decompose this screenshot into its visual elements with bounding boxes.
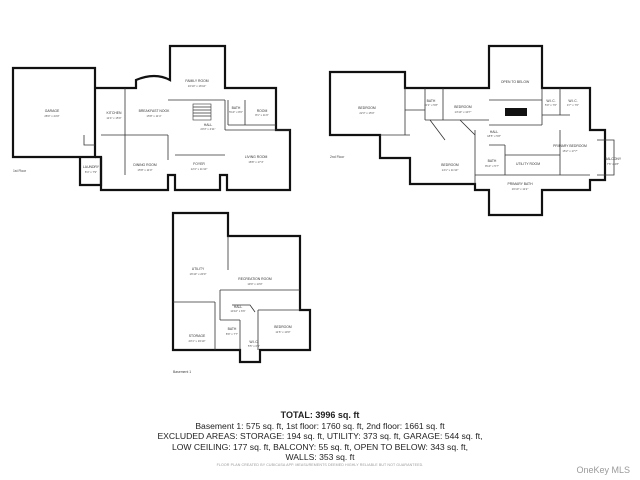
wic-2-label: W.I.C. bbox=[568, 99, 577, 103]
open-to-below-label: OPEN TO BELOW bbox=[501, 80, 530, 84]
basement-hall-walls bbox=[232, 304, 256, 313]
wic-1-dim: 5'0" x 7'0" bbox=[545, 103, 557, 107]
bedroom-a-label: BEDROOM bbox=[358, 106, 376, 110]
storage-dim: 20'1" x 19'10" bbox=[189, 339, 206, 343]
first-hall-label: HALL bbox=[204, 123, 213, 127]
recreation-room-label: RECREATION ROOM bbox=[238, 277, 272, 281]
basement-caption: Basement 1 bbox=[173, 370, 191, 374]
garage-label: GARAGE bbox=[45, 109, 60, 113]
first-bath-dim: 5'10" x 8'0" bbox=[229, 110, 243, 114]
first-floor-caption: 1st Floor bbox=[13, 169, 27, 173]
bedroom-c-label: BEDROOM bbox=[441, 163, 459, 167]
basement-hall-dim: 14'10" x 6'6" bbox=[230, 309, 245, 313]
garage-step bbox=[83, 135, 95, 146]
basement-utility-label: UTILITY bbox=[192, 267, 205, 271]
basement-bedroom-label: BEDROOM bbox=[274, 325, 292, 329]
kitchen-label: KITCHEN bbox=[107, 111, 122, 115]
basement-bath-dim: 8'9" x 7'7" bbox=[226, 332, 238, 336]
second-bath-label: BATH bbox=[427, 99, 436, 103]
laundry-dim: 8'4" x 7'9" bbox=[85, 170, 97, 174]
second-hall-dim: 18'5" x 5'8" bbox=[487, 134, 501, 138]
area-summary: TOTAL: 3996 sq. ft Basement 1: 575 sq. f… bbox=[0, 410, 640, 463]
second-floor-plan bbox=[328, 44, 615, 217]
balcony-label: BALCONY bbox=[605, 157, 622, 161]
foyer-label: FOYER bbox=[193, 162, 205, 166]
kitchen-dim: 11'4" x 15'9" bbox=[106, 116, 121, 120]
first-floor-stairs bbox=[192, 103, 212, 121]
excluded-areas-line: EXCLUDED AREAS: STORAGE: 194 sq. ft, UTI… bbox=[157, 431, 483, 442]
living-room-dim: 18'8" x 17'4" bbox=[248, 160, 263, 164]
room-label: ROOM bbox=[257, 109, 268, 113]
primary-bath-label: PRIMARY BATH bbox=[507, 182, 533, 186]
second-floor-labels: BEDROOM 22'3" x 15'0" BATH 10'1" x 5'8" … bbox=[330, 80, 622, 191]
third-bath-dim: 8'10" x 5'7" bbox=[485, 164, 499, 168]
bedroom-a-dim: 22'3" x 15'0" bbox=[359, 111, 374, 115]
laundry-label: LAUNDRY bbox=[83, 165, 100, 169]
basement-labels: UTILITY 16'10" x 20'0" RECREATION ROOM 1… bbox=[173, 267, 292, 374]
utility-room-label: UTILITY ROOM bbox=[516, 162, 540, 166]
dining-room-label: DINING ROOM bbox=[133, 163, 157, 167]
floor-areas-line: Basement 1: 575 sq. ft, 1st floor: 1760 … bbox=[195, 420, 445, 431]
breakfast-nook-label: BREAKFAST NOOK bbox=[139, 109, 171, 113]
second-hall-label: HALL bbox=[490, 130, 499, 134]
walls-line: WALLS: 353 sq. ft bbox=[285, 452, 355, 463]
basement-bedroom-dim: 11'6" x 10'0" bbox=[275, 330, 290, 334]
basement-bath-label: BATH bbox=[228, 327, 237, 331]
bedroom-b-dim: 13'10" x 10'7" bbox=[455, 110, 472, 114]
dining-room-dim: 15'8" x 11'0" bbox=[137, 168, 152, 172]
basement-hall-label: HALL bbox=[234, 305, 243, 309]
first-floor-plan bbox=[11, 44, 292, 192]
wic-1-label: W.I.C. bbox=[546, 99, 555, 103]
balcony-dim: 7'6" x 4'8" bbox=[607, 162, 619, 166]
basement-plan bbox=[171, 211, 312, 364]
breakfast-nook-dim: 15'8" x 11'4" bbox=[146, 114, 161, 118]
family-room-label: FAMILY ROOM bbox=[185, 79, 208, 83]
second-floor-caption: 2nd Floor bbox=[330, 155, 345, 159]
second-floor-exterior-walls bbox=[328, 44, 607, 217]
storage-label: STORAGE bbox=[189, 334, 206, 338]
first-floor-labels: GARAGE 28'0" x 24'0" LAUNDRY 8'4" x 7'9"… bbox=[13, 79, 269, 174]
wic-2-dim: 4'7" x 7'0" bbox=[567, 103, 579, 107]
basement-interior-walls bbox=[173, 236, 300, 350]
second-bath-dim: 10'1" x 5'8" bbox=[424, 103, 438, 107]
third-bath-label: BATH bbox=[488, 159, 497, 163]
primary-bedroom-dim: 15'2" x 17'7" bbox=[562, 149, 577, 153]
disclaimer-text: FLOOR PLAN CREATED BY CUBICASA APP. MEAS… bbox=[216, 463, 424, 467]
second-floor-stair-opening bbox=[505, 108, 527, 116]
second-floor-angled-walls bbox=[429, 119, 476, 141]
basement-wic-label: W.I.C. bbox=[249, 340, 258, 344]
balcony-walls bbox=[597, 139, 615, 176]
low-ceiling-line: LOW CEILING: 177 sq. ft, BALCONY: 55 sq.… bbox=[171, 441, 469, 452]
recreation-room-dim: 19'0" x 13'0" bbox=[247, 282, 262, 286]
bedroom-c-dim: 14'1" x 11'10" bbox=[442, 168, 459, 172]
foyer-dim: 12'4" x 11'10" bbox=[191, 167, 208, 171]
onekey-mls-watermark: OneKey MLS bbox=[576, 465, 630, 475]
total-area: TOTAL: 3996 sq. ft bbox=[280, 410, 360, 420]
first-floor-exterior-walls bbox=[95, 44, 292, 192]
primary-bath-dim: 16'10" x 11'2" bbox=[512, 187, 529, 191]
first-bath-label: BATH bbox=[232, 106, 241, 110]
bedroom-b-label: BEDROOM bbox=[454, 105, 472, 109]
primary-bedroom-label: PRIMARY BEDROOM bbox=[553, 144, 587, 148]
room-dim: 8'1" x 11'0" bbox=[255, 113, 269, 117]
living-room-label: LIVING ROOM bbox=[245, 155, 268, 159]
second-floor-interior-walls bbox=[380, 88, 590, 184]
basement-wic-dim: 5'5" x 6'4" bbox=[248, 344, 260, 348]
family-room-dim: 16'10" x 16'10" bbox=[188, 84, 206, 88]
first-floor-interior-walls bbox=[101, 88, 290, 175]
first-hall-dim: 20'3" x 4'11" bbox=[200, 127, 215, 131]
garage-dim: 28'0" x 24'0" bbox=[44, 114, 59, 118]
basement-utility-dim: 16'10" x 20'0" bbox=[190, 272, 207, 276]
